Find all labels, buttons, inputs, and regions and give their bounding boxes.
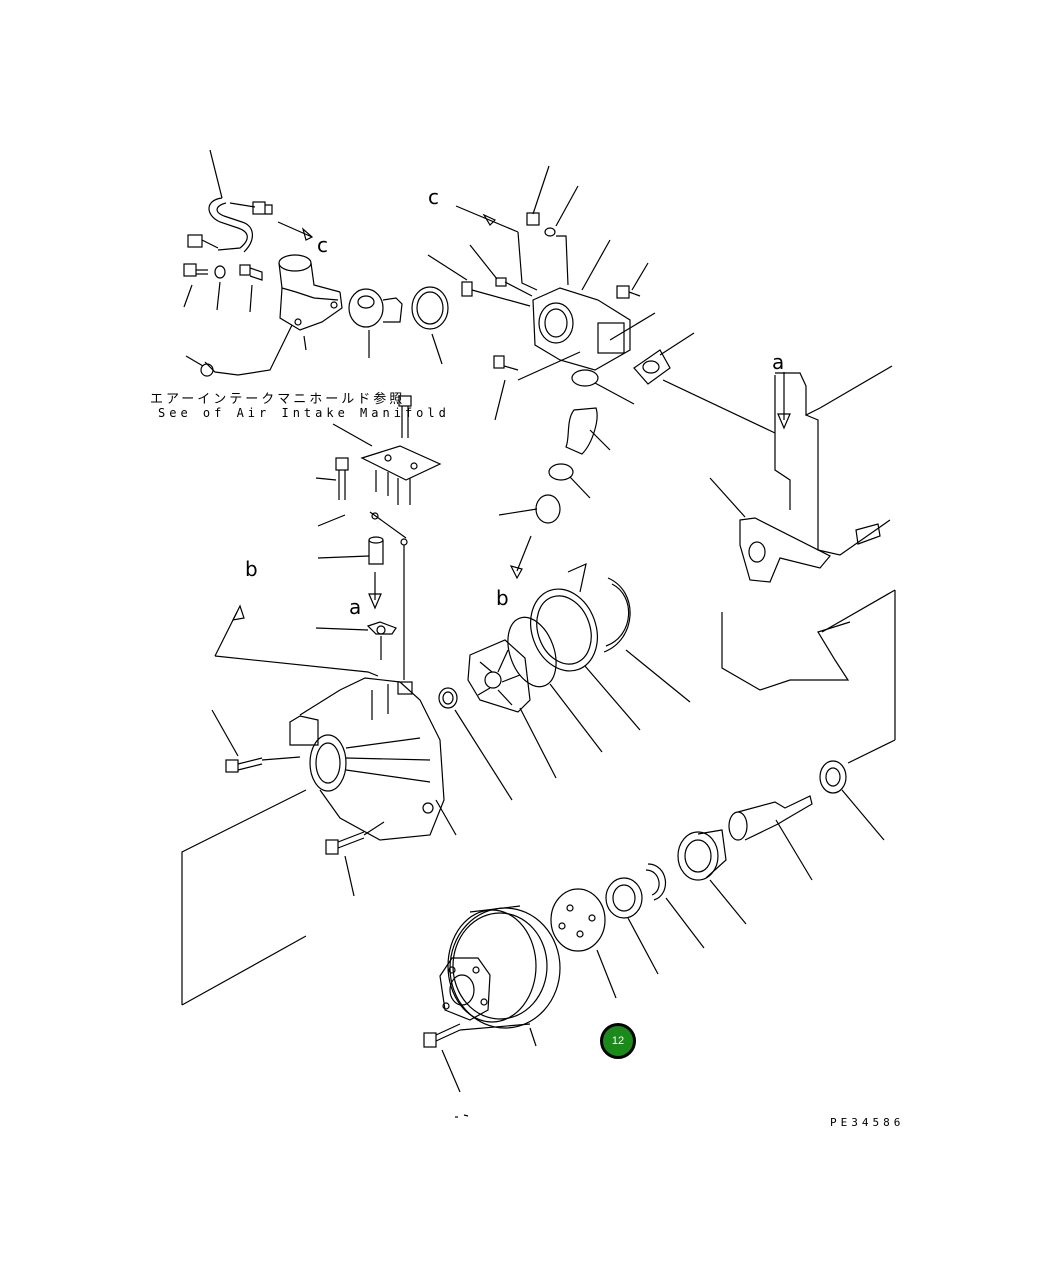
bearing [677, 829, 747, 925]
water-pump-body [214, 604, 457, 841]
callout-c-left: c [317, 233, 328, 257]
callout-a-right: a [772, 350, 785, 374]
pulley-bolt [423, 1023, 469, 1118]
drain-plug [438, 687, 513, 801]
callout-b-center: b [496, 586, 509, 610]
water-inlet-housing [532, 239, 656, 371]
thermostat [348, 288, 403, 358]
seal-rings [507, 562, 691, 753]
callout-a-center: a [349, 595, 362, 619]
inlet-right-bolt [616, 262, 649, 299]
corrosion-tube-assembly [187, 149, 314, 253]
pulley-flange [550, 888, 617, 999]
callout-c-top: c [428, 185, 439, 209]
pump-shaft [728, 795, 813, 881]
inlet-bolts [427, 165, 579, 307]
hose-clamps-and-hose [498, 369, 635, 580]
air-intake-bracket [360, 445, 442, 505]
snap-ring [645, 863, 705, 949]
left-bracket-outline [181, 789, 307, 1006]
part-number-badge[interactable]: 12 [600, 1023, 636, 1059]
inlet-lower-bolt [493, 351, 581, 421]
pump-mounting-bolt-left [211, 709, 301, 773]
water-outlet-housing [185, 254, 343, 377]
clip-and-pipe [315, 545, 405, 680]
shaft-nut [819, 760, 885, 841]
reference-note-english: See of Air Intake Manifold [158, 406, 450, 420]
thermostat-seal [411, 286, 449, 365]
water-pump-pulley [439, 905, 561, 1047]
callout-b-left: b [245, 557, 258, 581]
reference-note-japanese: エアーインテークマニホールド参照 [150, 392, 406, 407]
inlet-gasket [633, 332, 695, 385]
spacer-collar [317, 536, 384, 610]
pump-mounting-bolt-bottom [325, 821, 385, 897]
oil-seal [605, 877, 659, 975]
small-bolts-left [183, 263, 263, 313]
drawing-code: PE34586 [830, 1116, 905, 1129]
bracket-side-bolt [315, 457, 408, 546]
bracket-bolt-top [332, 395, 412, 447]
engine-block-outline [662, 365, 896, 764]
